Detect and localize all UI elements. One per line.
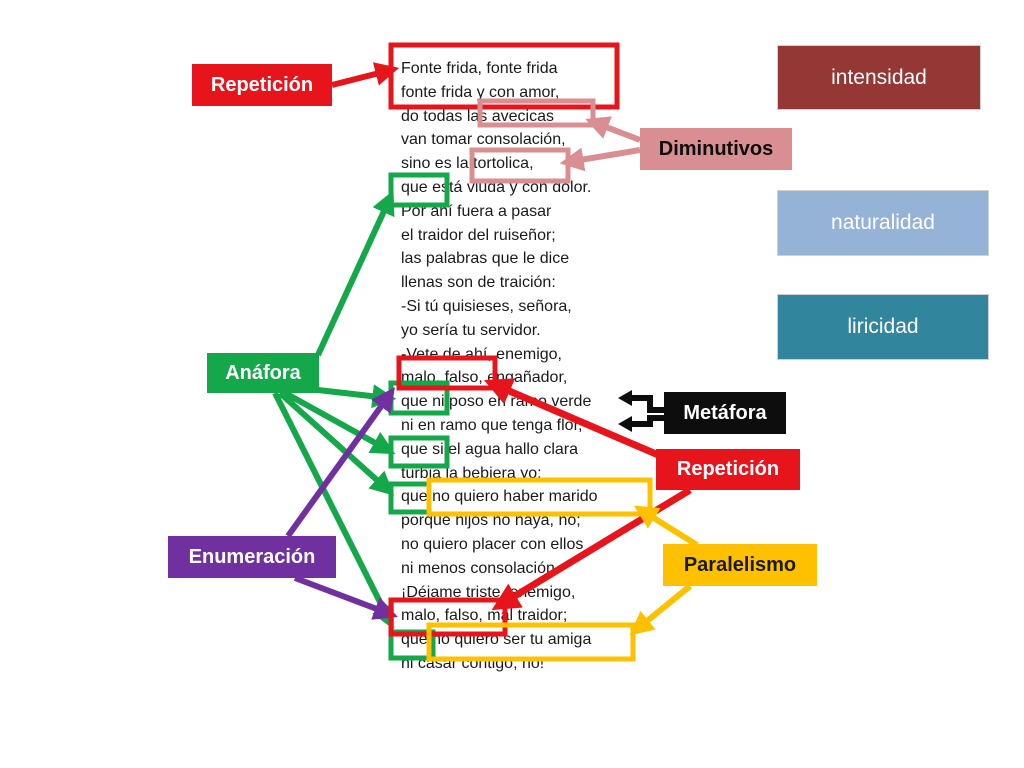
arrow-diminutivos-1 bbox=[585, 116, 642, 143]
poem-line: las palabras que le dice bbox=[401, 250, 570, 268]
arrow-anafora-3 bbox=[283, 390, 396, 455]
arrow-metafora-2-head bbox=[618, 416, 632, 432]
highlight-anafora-4 bbox=[388, 481, 432, 515]
poem-line: malo, falso, mal traidor; bbox=[401, 607, 568, 625]
label-repeticion-mid: Repetición bbox=[656, 449, 800, 490]
poem-line: yo sería tu servidor. bbox=[401, 321, 541, 339]
arrow-repeticion-mid-2 bbox=[491, 487, 692, 611]
poem-line: llenas son de traición: bbox=[401, 274, 556, 292]
poem-line: fonte frida y con amor, bbox=[401, 83, 560, 101]
highlight-avecicas bbox=[477, 98, 596, 128]
poem-line: no quiero placer con ellos bbox=[401, 535, 584, 553]
theme-liricidad: liricidad bbox=[777, 294, 989, 360]
highlight-paralelismo-1 bbox=[426, 477, 653, 517]
label-paralelismo: Paralelismo bbox=[663, 544, 817, 586]
arrow-repeticion-top bbox=[331, 62, 400, 88]
poem-line: turbia la bebiera yo; bbox=[401, 464, 542, 482]
highlight-anafora-3 bbox=[388, 435, 450, 469]
highlight-repeticion-malo-falso-2 bbox=[388, 597, 508, 637]
arrow-metafora-1-head bbox=[618, 390, 632, 406]
poem-line: el traidor del ruiseñor; bbox=[401, 226, 556, 244]
label-anafora: Anáfora bbox=[207, 353, 319, 393]
poem-line: do todas las avecicas bbox=[401, 107, 554, 125]
poem-text: Fonte frida, fonte frida fonte frida y co… bbox=[401, 57, 598, 676]
highlight-paralelismo-2 bbox=[426, 622, 636, 662]
arrow-enumeracion-1 bbox=[285, 387, 395, 538]
arrow-anafora-5 bbox=[272, 391, 394, 630]
poem-line: que no quiero haber marido bbox=[401, 488, 598, 506]
label-diminutivos: Diminutivos bbox=[640, 128, 792, 170]
arrow-anafora-4 bbox=[277, 390, 395, 496]
poem-line: -Si tú quisieses, señora, bbox=[401, 297, 572, 315]
arrow-paralelismo-2 bbox=[629, 583, 692, 636]
theme-naturalidad: naturalidad bbox=[777, 190, 989, 256]
arrow-anafora-2 bbox=[317, 384, 397, 409]
highlight-anafora-1 bbox=[388, 172, 450, 208]
arrow-metafora-1 bbox=[624, 395, 664, 413]
poem-line: que si el agua hallo clara bbox=[401, 440, 579, 458]
poem-line: van tomar consolación, bbox=[401, 131, 566, 149]
poem-line: sino es la tortolica, bbox=[401, 155, 534, 173]
arrow-diminutivos-2 bbox=[559, 147, 641, 172]
poem-line: ni menos consolación. bbox=[401, 559, 560, 577]
arrow-metafora-2 bbox=[624, 415, 664, 427]
arrow-repeticion-mid-1 bbox=[483, 378, 672, 464]
poem-line: que ni poso en ramo verde bbox=[401, 393, 592, 411]
arrow-paralelismo-1 bbox=[633, 505, 699, 548]
arrow-anafora-1 bbox=[315, 190, 395, 357]
highlight-tortolica bbox=[469, 147, 571, 184]
poem-line: ni en ramo que tenga flor, bbox=[401, 416, 583, 434]
theme-intensidad: intensidad bbox=[777, 45, 981, 110]
arrow-enumeracion-2 bbox=[293, 575, 398, 620]
highlight-repeticion-fonte-frida bbox=[388, 42, 620, 110]
poem-line: Fonte frida, fonte frida bbox=[401, 60, 558, 77]
label-enumeracion: Enumeración bbox=[168, 536, 336, 578]
highlight-repeticion-malo-falso-1 bbox=[396, 355, 498, 391]
label-metafora: Metáfora bbox=[664, 392, 786, 434]
label-repeticion-top: Repetición bbox=[192, 64, 332, 106]
